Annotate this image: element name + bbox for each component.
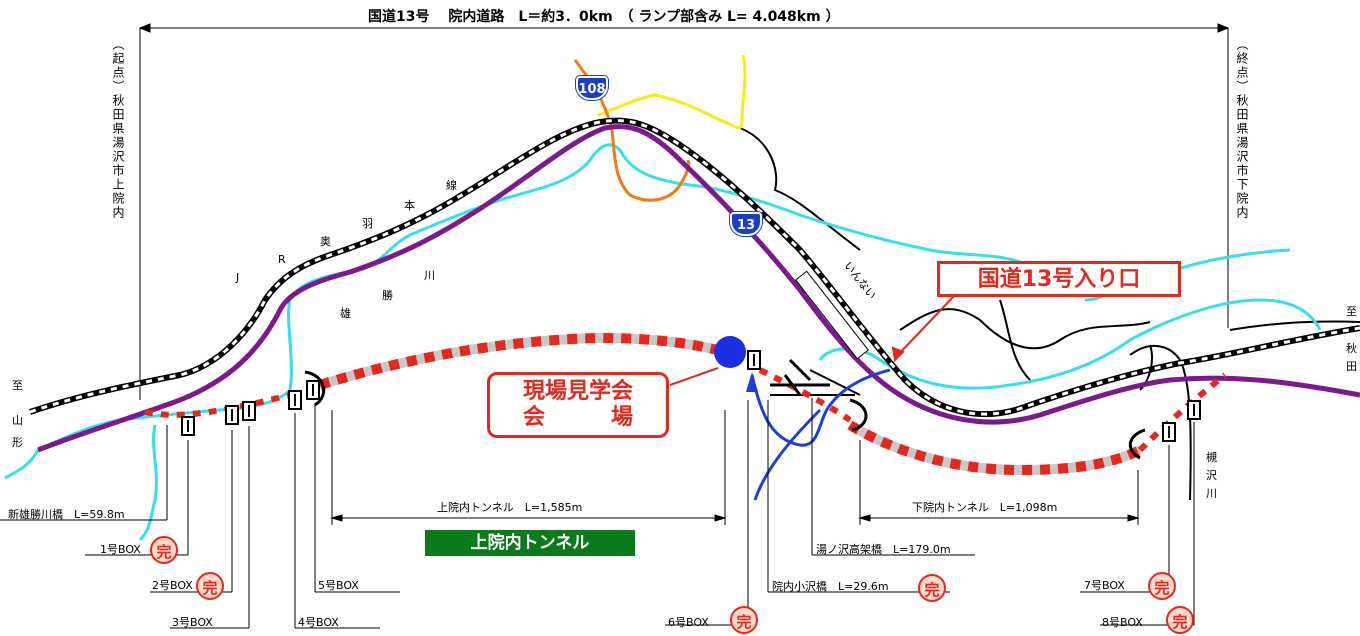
site-marker — [714, 336, 746, 368]
river-right-label-2: 川 — [1206, 487, 1217, 500]
direction-left-1: 至 — [12, 379, 23, 392]
entrance-callout: 国道13号入り口 — [937, 261, 1181, 297]
box-culverts — [181, 350, 1201, 442]
site-callout-line1: 現場見学会 — [522, 379, 633, 404]
length-dimension-line — [138, 23, 1230, 400]
box5-label: 5号BOX — [318, 579, 359, 592]
box3-label: 3号BOX — [172, 616, 213, 629]
jr-label-4: 本 — [404, 199, 415, 212]
river-right-label-0: 槻 — [1206, 451, 1217, 464]
bridge-shinogachi-label: 新雄勝川橋 L=59.8m — [8, 508, 125, 521]
page-title: 国道13号 院内道路 L＝約3．0km （ ランプ部含み L= 4.048km … — [368, 9, 840, 25]
box1-done-mark: 完 — [150, 536, 178, 564]
jr-label-2: 奥 — [320, 235, 331, 248]
site-callout: 現場見学会 会 場 — [487, 372, 669, 438]
river-label-0: 雄 — [340, 307, 351, 320]
new-road — [144, 332, 1227, 476]
river-label-2: 川 — [424, 269, 435, 282]
box8-done-mark: 完 — [1166, 606, 1194, 634]
innai-kozawa-bridge-label: 院内小沢橋 L=29.6m — [772, 580, 889, 593]
box2-done-mark: 完 — [196, 572, 224, 600]
box1-label: 1号BOX — [100, 543, 141, 556]
yellow-road — [597, 54, 747, 130]
end-point-label: （終点）秋田県湯沢市下院内 — [1235, 38, 1249, 220]
direction-left-2: 山 — [12, 414, 23, 427]
box6-done-mark: 完 — [730, 606, 758, 634]
lower-tunnel-label: 下院内トンネル L=1,098m — [912, 501, 1058, 514]
route-108-road — [573, 59, 691, 202]
jr-railway — [29, 117, 1360, 418]
jr-label-1: R — [278, 253, 286, 266]
ramp — [746, 368, 891, 501]
box7-done-mark: 完 — [1148, 572, 1176, 600]
direction-right-2: 秋 — [1346, 342, 1357, 355]
box-inner-lines — [187, 354, 1195, 438]
innai-kozawa-done-mark: 完 — [918, 574, 946, 602]
upper-tunnel-label: 上院内トンネル L=1,585m — [437, 501, 583, 514]
direction-right-1: 至 — [1346, 305, 1357, 318]
yunosawa-viaduct-label: 湯ノ沢高架橋 L=179.0m — [816, 543, 951, 556]
box2-label: 2号BOX — [152, 579, 193, 592]
jr-label-0: J — [236, 271, 240, 284]
start-point-label: （起点）秋田県湯沢市上院内 — [111, 38, 125, 220]
river-right-label-1: 沢 — [1206, 469, 1217, 482]
route-13-shield: 13 — [730, 212, 762, 236]
tunnel-portals — [304, 370, 1146, 460]
innai-station — [794, 270, 870, 360]
direction-right-3: 田 — [1346, 360, 1357, 373]
box8-label: 8号BOX — [1102, 616, 1143, 629]
national-route-13 — [37, 124, 1360, 453]
direction-left-3: 形 — [12, 436, 23, 449]
jr-label-3: 羽 — [362, 217, 373, 230]
river-label-1: 勝 — [382, 289, 393, 302]
yunosawa-viaduct — [770, 358, 830, 396]
box6-label: 6号BOX — [668, 616, 709, 629]
jr-label-5: 線 — [446, 179, 457, 192]
box7-label: 7号BOX — [1084, 579, 1125, 592]
upper-tunnel-badge: 上院内トンネル — [425, 530, 635, 556]
route-108-shield: 108 — [576, 76, 608, 100]
box4-label: 4号BOX — [298, 616, 339, 629]
site-callout-line2: 会 場 — [522, 405, 633, 430]
callout-pointers — [669, 294, 956, 386]
